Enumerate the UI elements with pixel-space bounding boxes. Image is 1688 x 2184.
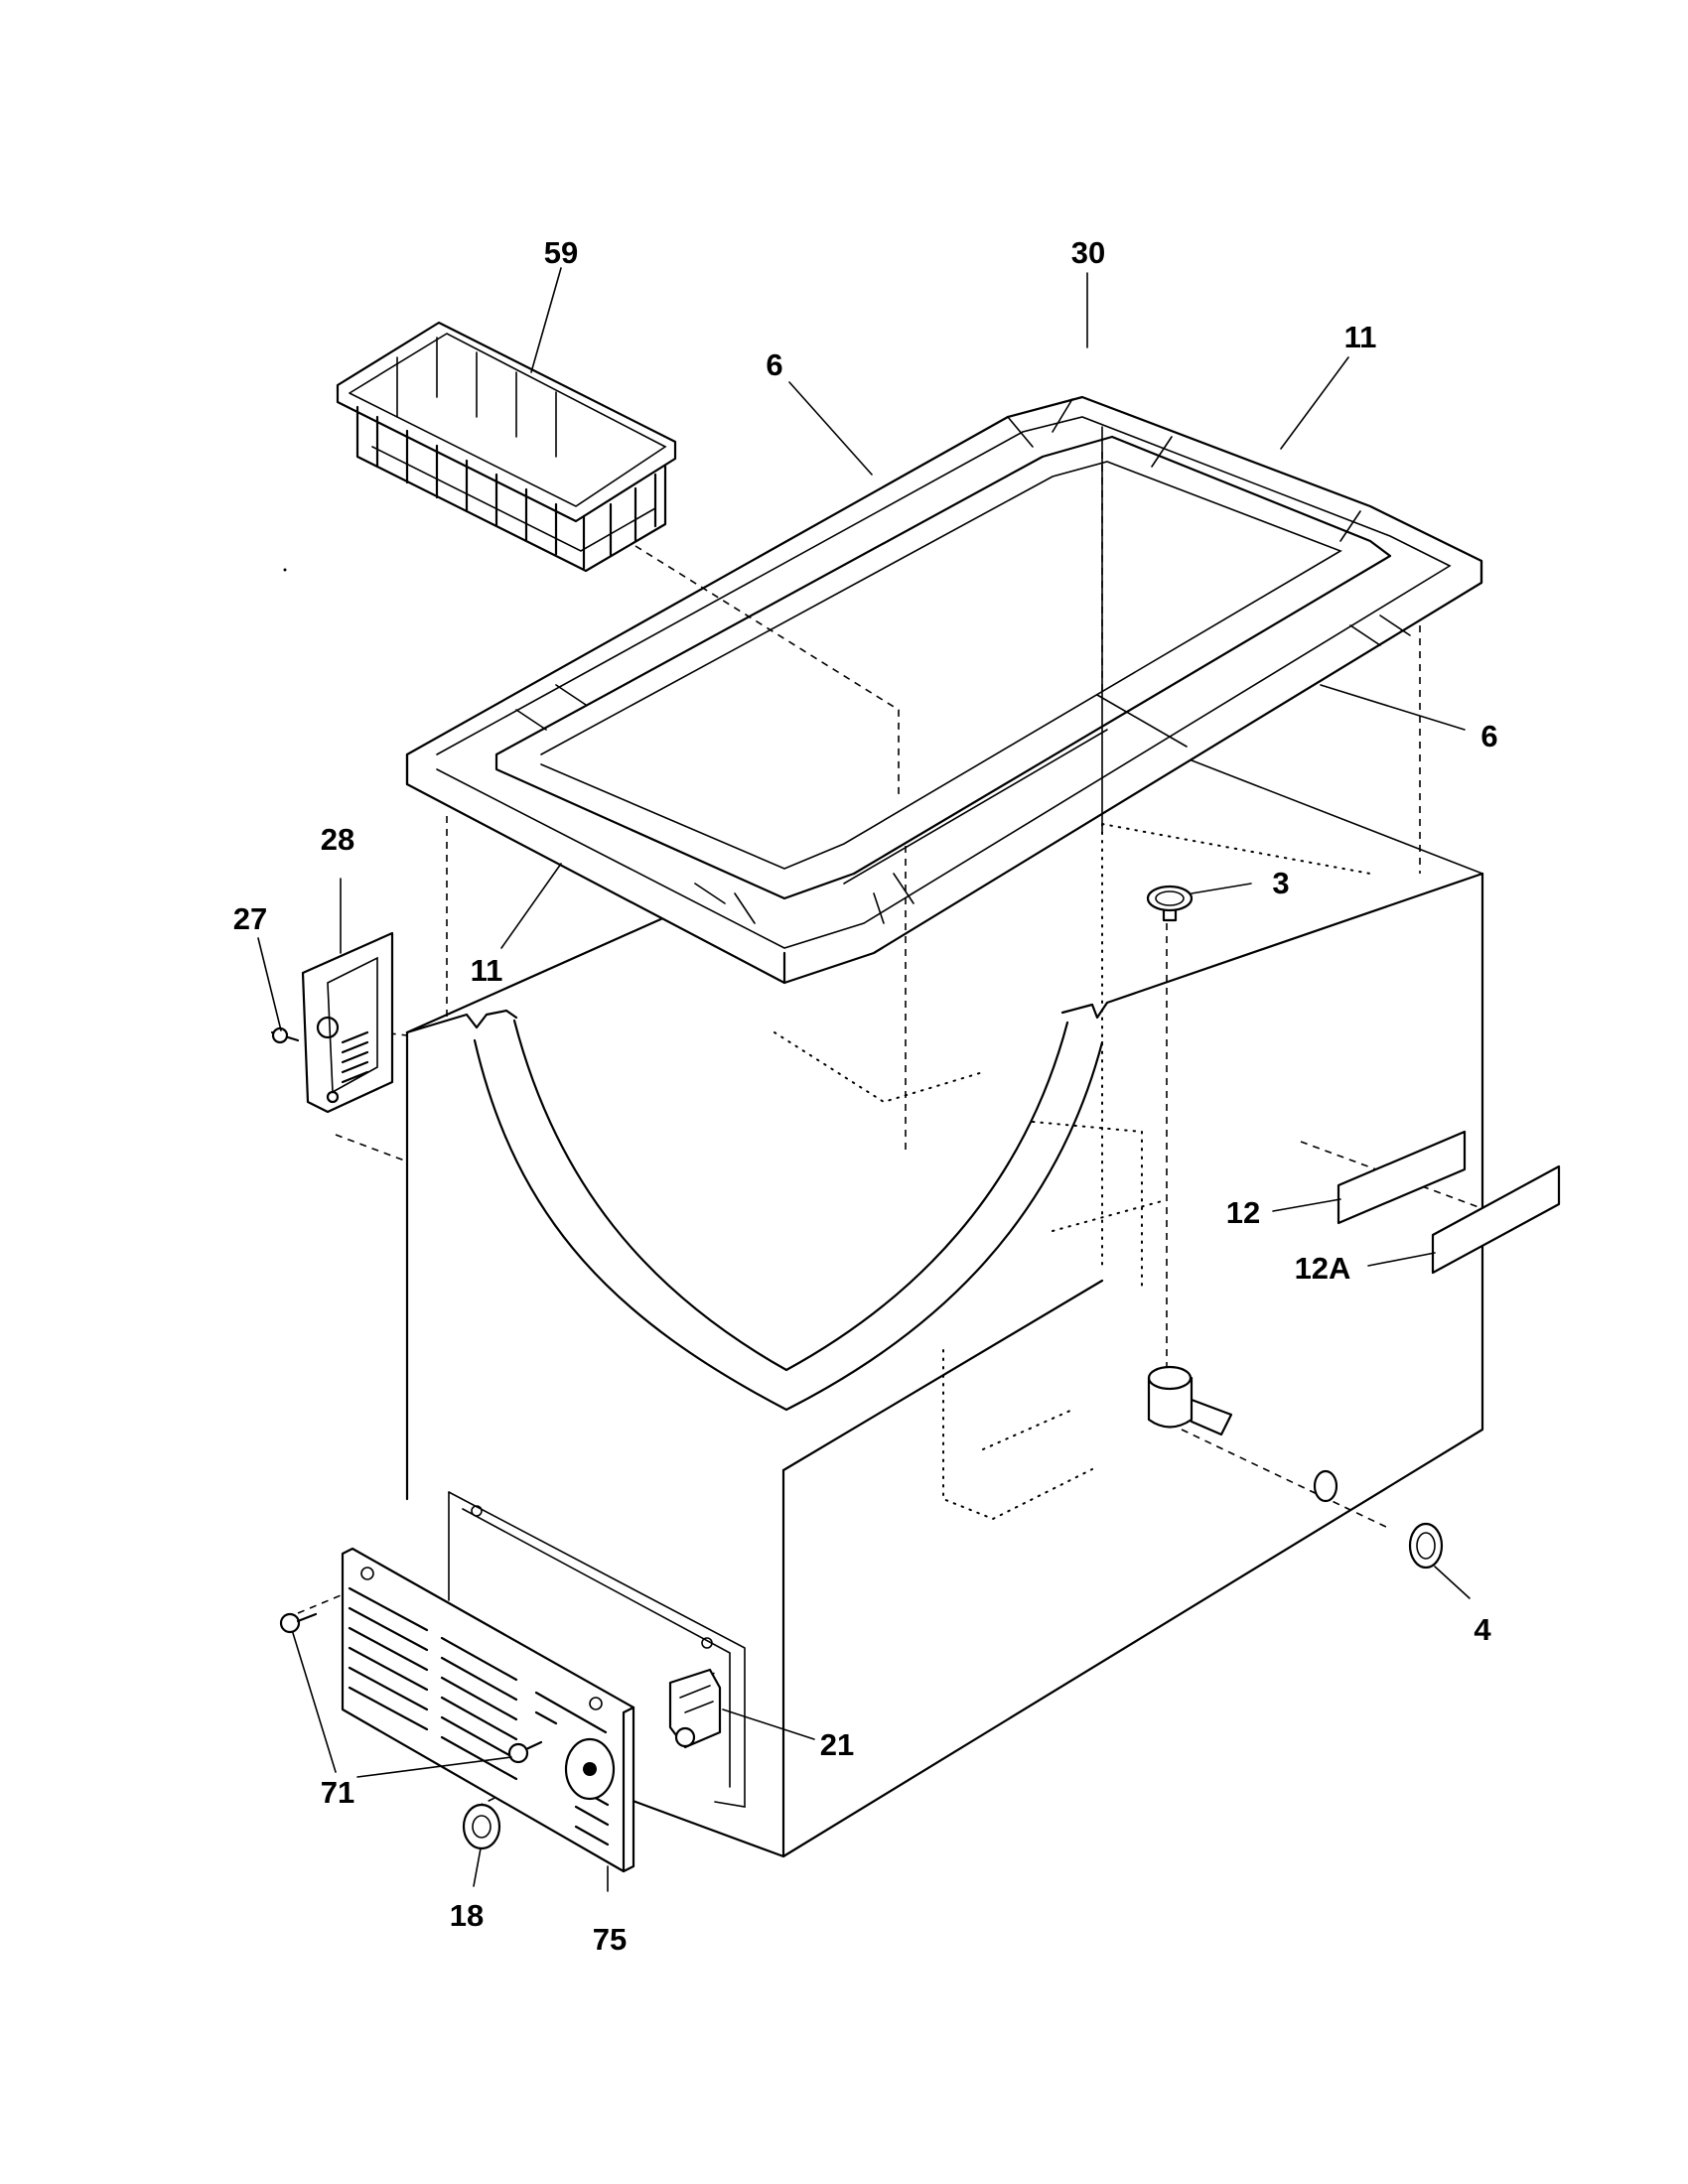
callout-59: 59 [544, 235, 578, 270]
label-plates [1336, 1130, 1561, 1275]
grille-assembly [279, 1491, 746, 1873]
callout-27: 27 [233, 901, 267, 936]
callout-3: 3 [1272, 866, 1289, 900]
callout-12A: 12A [1295, 1251, 1351, 1286]
callout-75: 75 [593, 1922, 627, 1957]
callout-30: 30 [1071, 235, 1105, 270]
stray-mark [283, 568, 287, 572]
callout-6-right: 6 [1480, 719, 1497, 753]
callout-21: 21 [820, 1727, 854, 1762]
leader-lines [257, 267, 1471, 1892]
callout-4: 4 [1474, 1612, 1491, 1647]
hinge-assembly [270, 931, 394, 1114]
callout-28: 28 [321, 822, 354, 857]
callout-11-bottom: 11 [471, 953, 503, 988]
cabinet-body [405, 757, 1484, 1858]
callout-18: 18 [450, 1898, 484, 1933]
basket [336, 321, 677, 573]
gasket-frame [405, 395, 1483, 985]
drain-assembly [1146, 885, 1444, 1570]
callout-12: 12 [1226, 1195, 1260, 1230]
callout-71: 71 [321, 1775, 354, 1810]
callout-11-top: 11 [1344, 320, 1377, 354]
callout-6-top: 6 [766, 347, 782, 382]
callout-labels: 59 30 6 11 6 28 27 11 3 12 12A 4 21 71 1… [233, 235, 1498, 1957]
